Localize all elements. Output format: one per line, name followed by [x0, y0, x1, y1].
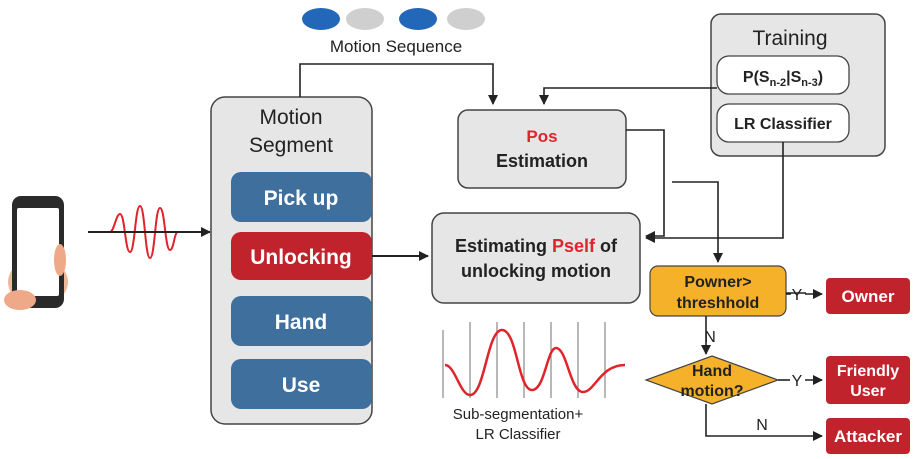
attacker-outcome: Attacker: [826, 418, 910, 454]
classifier-to-estimating-arrow: [645, 142, 784, 243]
owner-label: Owner: [842, 287, 895, 306]
no-label-threshold: N: [704, 329, 716, 346]
hand-motion-decision: Hand motion?: [644, 355, 780, 405]
smartphone-icon: [4, 196, 68, 310]
friendly-user-outcome: Friendly User: [826, 356, 910, 404]
threshold-line2: threshhold: [677, 295, 760, 312]
estimating-pself-box: Estimating Pself of unlocking motion: [431, 212, 641, 304]
sequence-dot-blue: [399, 8, 437, 30]
segment-hand-label: Hand: [275, 311, 328, 334]
pos-to-threshold-arrow: [672, 181, 723, 263]
subseg-label-line2: LR Classifier: [475, 426, 560, 443]
motion-sequence-label: Motion Sequence: [330, 37, 462, 56]
motion-segment-title-line2: Segment: [249, 134, 333, 157]
training-panel: Training P(Sn-2|Sn-3) LR Classifier: [710, 13, 886, 157]
probability-box: [716, 55, 850, 95]
training-title: Training: [752, 27, 827, 50]
sequence-dot-blue: [302, 8, 340, 30]
motion-segment-panel: Motion Segment Pick up Unlocking Hand Us…: [210, 96, 373, 425]
estimating-line1: Estimating Pself of: [455, 236, 618, 256]
friendly-line2: User: [850, 383, 886, 400]
estimating-line2: unlocking motion: [461, 261, 611, 281]
hand-yes-edge: Y: [778, 373, 823, 390]
yes-label-owner: Y: [792, 287, 803, 304]
pos-estimation-box: Pos Estimation: [457, 109, 627, 189]
segment-unlocking: [231, 232, 372, 280]
lr-classifier-label: LR Classifier: [734, 116, 832, 133]
probability-formula: P(Sn-2|Sn-3): [743, 69, 823, 89]
threshold-yes-edge: Y: [786, 287, 823, 304]
subsegmentation-wave-icon: Sub-segmentation+ LR Classifier: [442, 322, 626, 443]
motion-segment-title-line1: Motion: [259, 106, 322, 129]
attacker-label: Attacker: [834, 427, 902, 446]
yes-label-friendly: Y: [792, 373, 803, 390]
hand-motion-line1: Hand: [692, 363, 732, 380]
pos-estimation-line2: Estimation: [496, 151, 588, 171]
sequence-dot-gray: [346, 8, 384, 30]
threshold-no-edge: N: [701, 316, 716, 355]
segment-use: [231, 359, 372, 409]
segment-pick-up: [231, 172, 372, 222]
friendly-line1: Friendly: [837, 363, 899, 380]
motion-sequence: Motion Sequence: [302, 8, 485, 56]
subseg-label-line1: Sub-segmentation+: [453, 406, 584, 423]
hand-motion-line2: motion?: [680, 383, 743, 400]
segment-use-label: Use: [282, 374, 321, 397]
segment-unlocking-label: Unlocking: [250, 246, 352, 269]
segment-pick-up-label: Pick up: [264, 187, 339, 210]
probability-to-pos-arrow: [539, 87, 717, 105]
hand-no-edge: N: [705, 404, 823, 441]
pos-estimation-line1: Pos: [526, 127, 557, 146]
pos-to-estimating-arrow: [626, 129, 665, 241]
threshold-line1: Powner>: [684, 274, 751, 291]
threshold-decision-box: Powner> threshhold: [649, 265, 787, 317]
no-label-attacker: N: [756, 417, 768, 434]
sequence-dot-gray: [447, 8, 485, 30]
sequence-to-pos-arrow: [299, 63, 498, 105]
sensor-signal-icon: [88, 204, 211, 260]
segment-hand: [231, 296, 372, 346]
owner-outcome: Owner: [826, 278, 910, 314]
